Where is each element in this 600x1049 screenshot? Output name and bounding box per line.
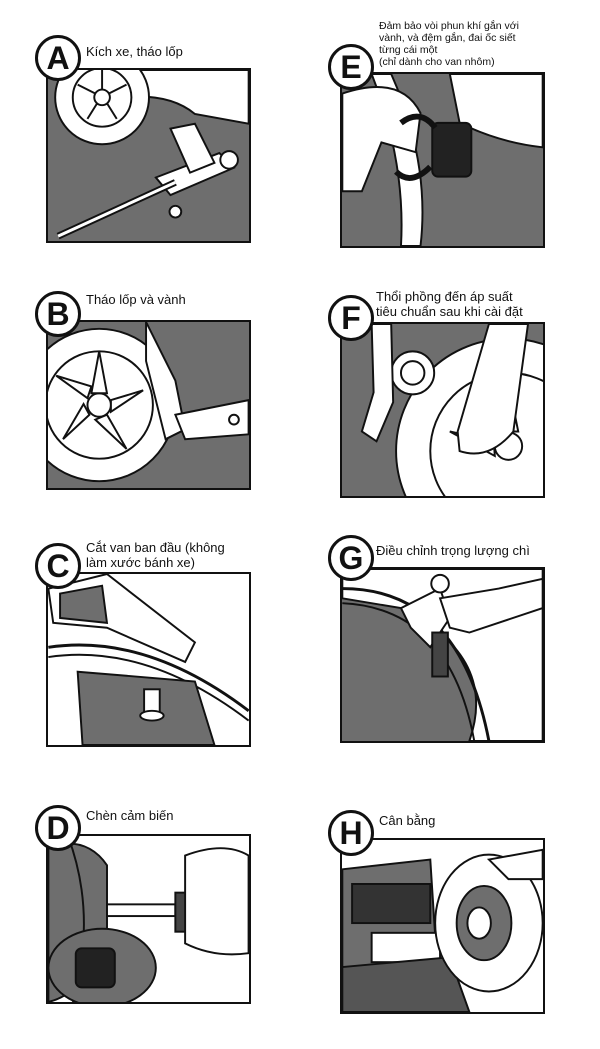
valve-cutting-drawing xyxy=(48,574,249,745)
illustration-weight-adjustment xyxy=(340,567,545,743)
caption-line: Đảm bảo vòi phun khí gắn với xyxy=(379,20,519,32)
caption-line: vành, và đệm gắn, đai ốc siết xyxy=(379,32,516,44)
step-caption-f: Thổi phồng đến áp suất tiêu chuẩn sau kh… xyxy=(376,289,523,319)
step-badge-e: E xyxy=(328,44,374,90)
step-badge-h: H xyxy=(328,810,374,856)
valve-tightening-drawing xyxy=(342,74,543,246)
illustration-balancing xyxy=(340,838,545,1014)
step-badge-b: B xyxy=(35,291,81,337)
step-caption-b: Tháo lốp và vành xyxy=(86,292,186,307)
step-caption-e: Đảm bảo vòi phun khí gắn với vành, và đệ… xyxy=(379,20,519,68)
step-caption-d: Chèn cảm biến xyxy=(86,808,173,823)
step-caption-h: Cân bằng xyxy=(379,813,435,828)
weight-adjustment-drawing xyxy=(342,569,543,741)
jack-lift-drawing xyxy=(54,70,249,240)
caption-line: từng cái một xyxy=(379,44,438,56)
step-badge-d: D xyxy=(35,805,81,851)
step-caption-g: Điều chỉnh trọng lượng chì xyxy=(376,543,530,558)
illustration-jack-lift xyxy=(46,68,251,243)
step-caption-a: Kích xe, tháo lốp xyxy=(86,44,183,59)
sensor-insertion-drawing xyxy=(48,836,249,1002)
caption-line: Cắt van ban đầu (không xyxy=(86,540,225,555)
caption-line: (chỉ dành cho van nhôm) xyxy=(379,56,495,68)
caption-line: Kích xe, tháo lốp xyxy=(86,44,183,59)
caption-line: tiêu chuẩn sau khi cài đặt xyxy=(376,304,523,319)
caption-line: Chèn cảm biến xyxy=(86,808,174,823)
illustration-valve-cutting xyxy=(46,572,251,747)
illustration-tire-removal xyxy=(46,320,251,490)
step-badge-g: G xyxy=(328,535,374,581)
step-badge-c: C xyxy=(35,543,81,589)
step-badge-a: A xyxy=(35,35,81,81)
caption-line: Điều chỉnh trọng lượng chì xyxy=(376,543,530,558)
step-caption-c: Cắt van ban đầu (không làm xước bánh xe) xyxy=(86,540,225,570)
balancing-drawing xyxy=(342,848,543,1012)
illustration-valve-tightening xyxy=(340,72,545,248)
caption-line: Cân bằng xyxy=(379,813,436,828)
caption-line: Tháo lốp và vành xyxy=(86,292,186,307)
inflation-drawing xyxy=(360,324,543,496)
illustration-sensor-insertion xyxy=(46,834,251,1004)
step-badge-f: F xyxy=(328,295,374,341)
caption-line: Thổi phồng đến áp suất xyxy=(376,289,513,304)
caption-line: làm xước bánh xe) xyxy=(86,555,195,570)
tire-removal-drawing xyxy=(48,322,249,483)
illustration-inflation xyxy=(340,322,545,498)
